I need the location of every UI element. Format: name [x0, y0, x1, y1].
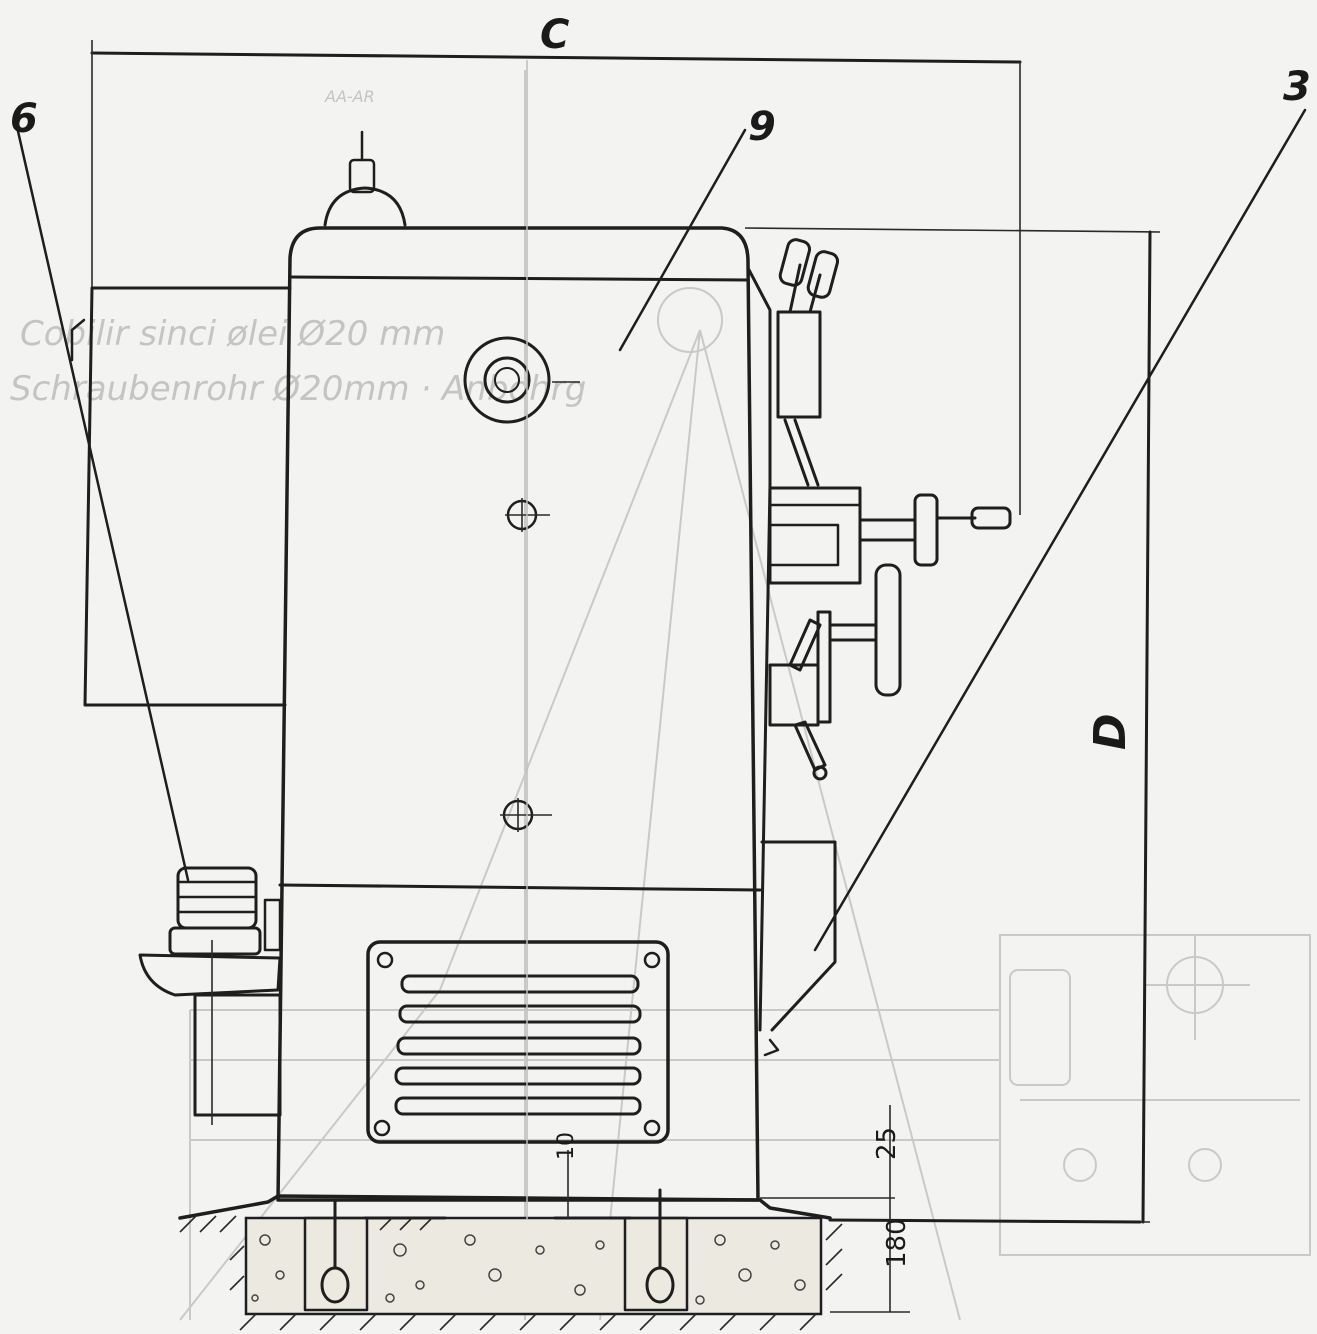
leader-9 — [618, 128, 747, 352]
callout-6: 6 — [10, 96, 38, 142]
handwheel-upper — [913, 493, 939, 567]
dim-25-label: 25 — [872, 1127, 902, 1160]
gearbox-block — [768, 486, 862, 585]
lever-angled — [788, 618, 822, 672]
coolant-pump — [138, 866, 282, 1125]
handle-knob — [970, 506, 1012, 530]
handwheel-lower — [874, 563, 902, 697]
feed-controls — [746, 238, 1012, 1057]
ventilation-grille — [366, 940, 670, 1144]
leader-3 — [813, 108, 1307, 952]
rear-guard — [70, 286, 292, 707]
lever-handle-2 — [806, 250, 840, 299]
small-dimensions: 25 180 10 — [554, 1105, 912, 1312]
ghost-text-line2: Schraubenrohr Ø20mm · Anbohrg — [10, 369, 586, 409]
chip-tray — [760, 840, 837, 1032]
callout-3: 3 — [1283, 64, 1311, 110]
foundation — [178, 1188, 1142, 1331]
ghost-control-box — [1009, 969, 1071, 1086]
dim-180-label: 180 — [882, 1218, 912, 1268]
callout-9: 9 — [748, 104, 776, 150]
spindle-boss — [463, 336, 551, 424]
dim-10-label: 10 — [554, 1132, 579, 1160]
dimension-d-label: D — [1085, 713, 1136, 750]
ground-hatching — [179, 1215, 843, 1331]
ghost-panel — [999, 934, 1311, 1256]
leader-6 — [13, 116, 190, 882]
callouts: 6 9 3 — [10, 64, 1311, 952]
concrete-block — [244, 1216, 823, 1316]
dimension-c-label: C — [540, 12, 569, 58]
lever-handle-1 — [778, 238, 812, 287]
dimension-c: C — [90, 12, 1022, 515]
gravel-texture — [251, 1234, 806, 1305]
machine-column — [276, 130, 762, 1202]
lever-housing — [776, 310, 822, 419]
ghost-bleed-through: Cobilir sinci ølei Ø20 mm Schraubenrohr … — [10, 70, 1311, 1321]
ghost-text-small: AA-AR — [324, 87, 375, 106]
